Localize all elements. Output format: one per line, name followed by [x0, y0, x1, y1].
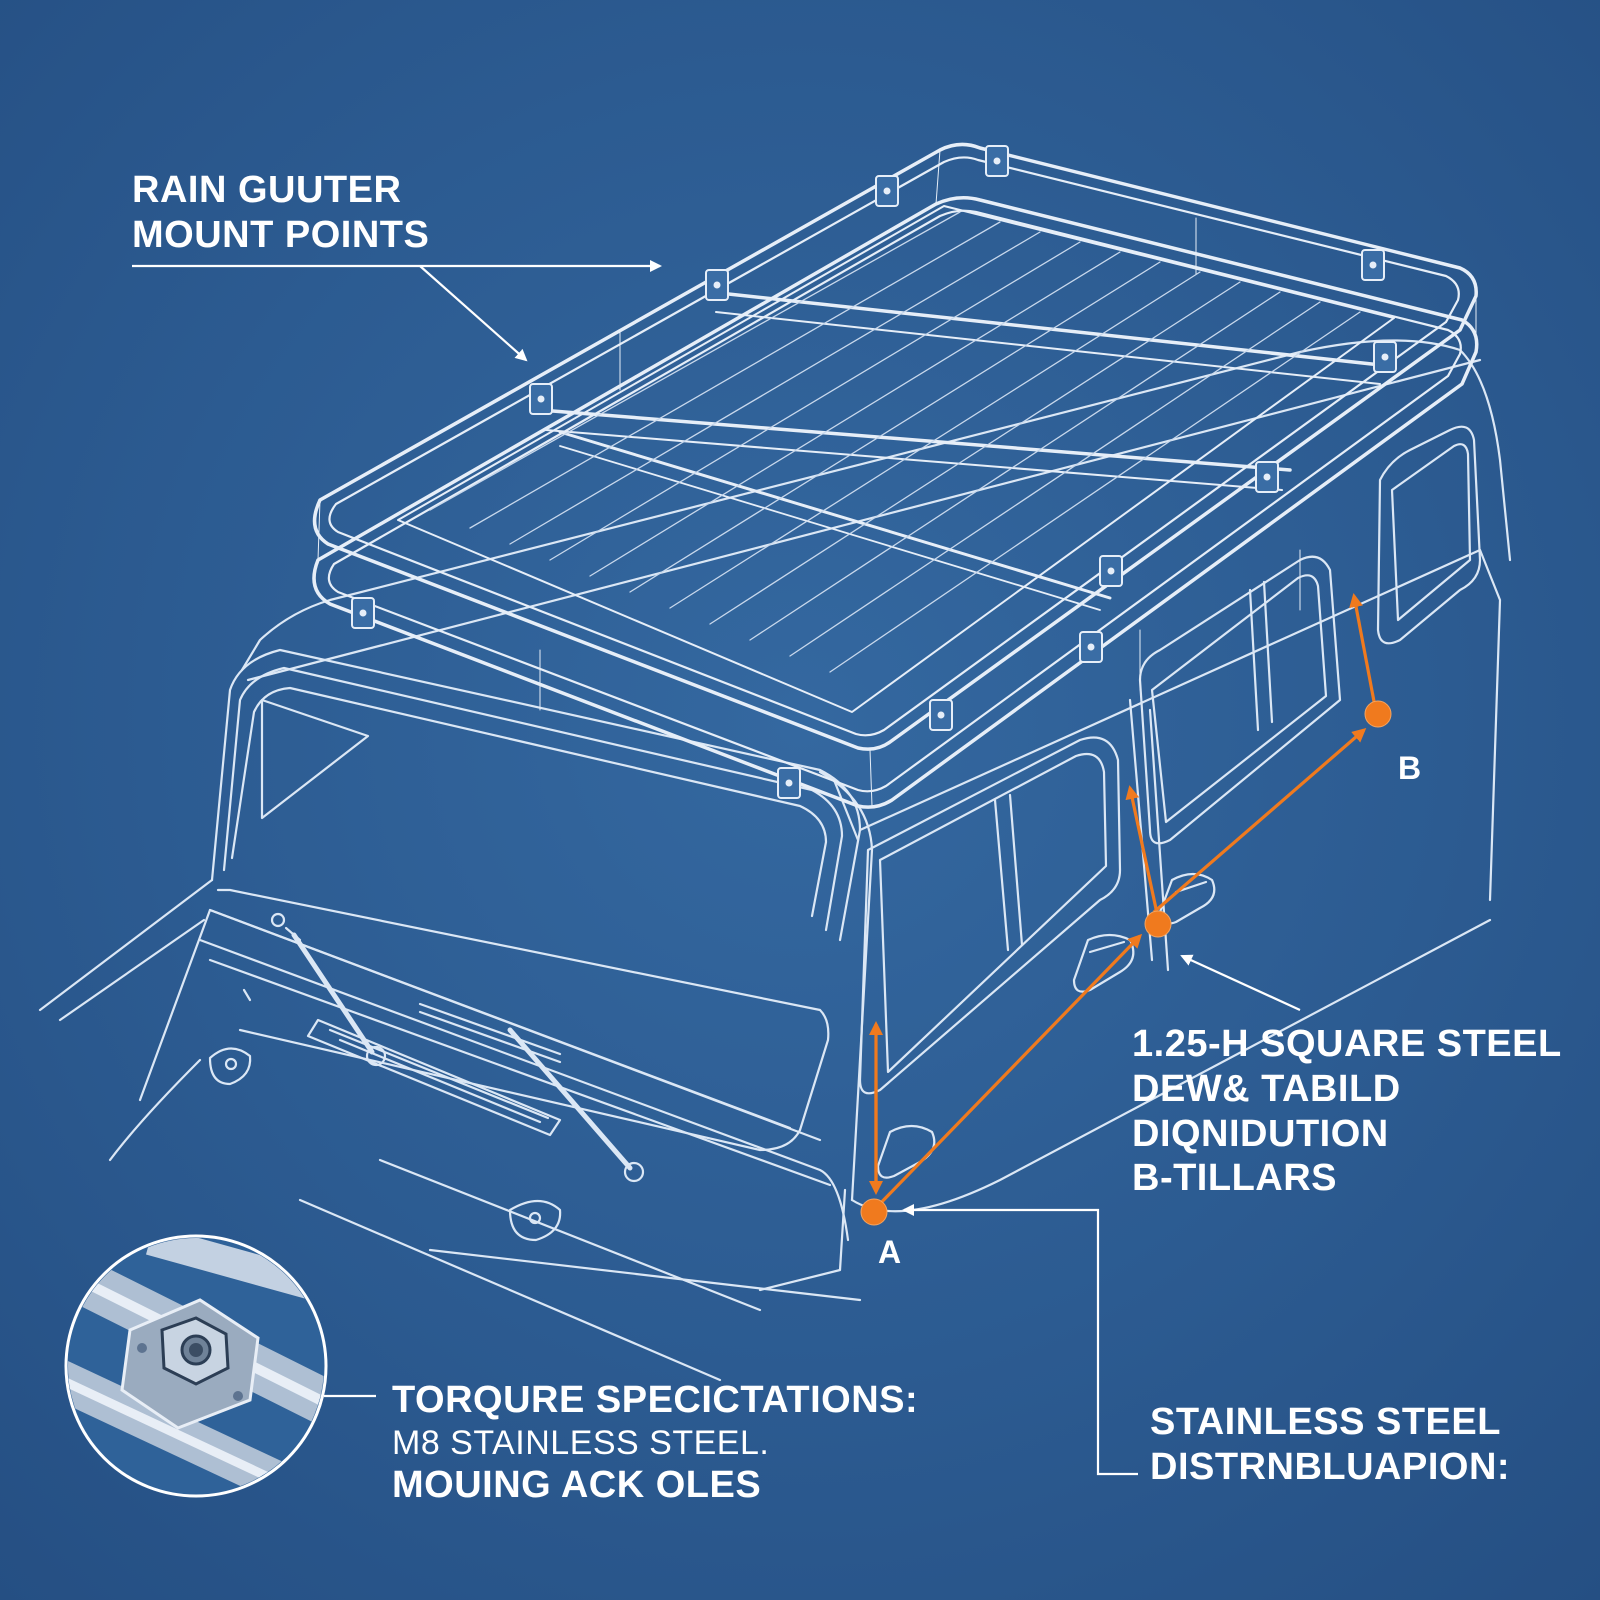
dimension-arrow-mid-b	[1152, 728, 1367, 914]
roof-rack	[312, 142, 1479, 809]
steel-spec-leader-arrow	[1180, 954, 1301, 1012]
dimension-arrow-mid-up	[1125, 785, 1160, 919]
torque-callout: TORQURE SPECICTATIONS: M8 STAINLESS STEE…	[392, 1378, 918, 1508]
steel-spec-callout: 1.25-H SQUARE STEEL DEW& TABILD DIQNIDUT…	[1132, 1022, 1562, 1201]
torque-line-3: MOUING ACK OLES	[392, 1463, 762, 1506]
stainless-callout: STAINLESS STEEL DISTRNBLUAPION:	[1150, 1400, 1510, 1490]
point-mid-dot	[1144, 910, 1172, 938]
dimension-arrow-b-up	[1349, 593, 1378, 713]
stainless-line-1: STAINLESS STEEL	[1150, 1401, 1501, 1443]
rain-gutter-callout: RAIN GUUTER MOUNT POINTS	[132, 168, 429, 258]
stainless-leader-arrow	[902, 1204, 1138, 1476]
steel-spec-line-2: DEW& TABILD	[1132, 1067, 1401, 1110]
point-a-dot	[860, 1198, 888, 1226]
torque-line-2: M8 STAINLESS STEEL.	[392, 1423, 770, 1462]
torque-line-1: TORQURE SPECICTATIONS:	[392, 1379, 919, 1421]
steel-spec-line-4: B-TILLARS	[1132, 1157, 1338, 1200]
steel-spec-line-3: DIQNIDUTION	[1132, 1112, 1389, 1155]
dimension-points	[860, 700, 1392, 1226]
dimension-lines	[869, 593, 1378, 1214]
bracket-detail-inset	[64, 1234, 328, 1498]
marker-a-label: A	[878, 1234, 902, 1270]
steel-spec-line-1: 1.25-H SQUARE STEEL	[1132, 1023, 1562, 1065]
rain-gutter-leader-arrow-2	[419, 265, 528, 362]
point-b-dot	[1364, 700, 1392, 728]
rain-gutter-line-2: MOUNT POINTS	[132, 213, 430, 256]
rain-gutter-line-1: RAIN GUUTER	[132, 169, 402, 211]
dimension-arrow-a-mid	[870, 933, 1143, 1214]
marker-b-label: B	[1398, 750, 1422, 786]
stainless-line-2: DISTRNBLUAPION:	[1150, 1445, 1511, 1488]
leader-lines	[132, 260, 1301, 1476]
